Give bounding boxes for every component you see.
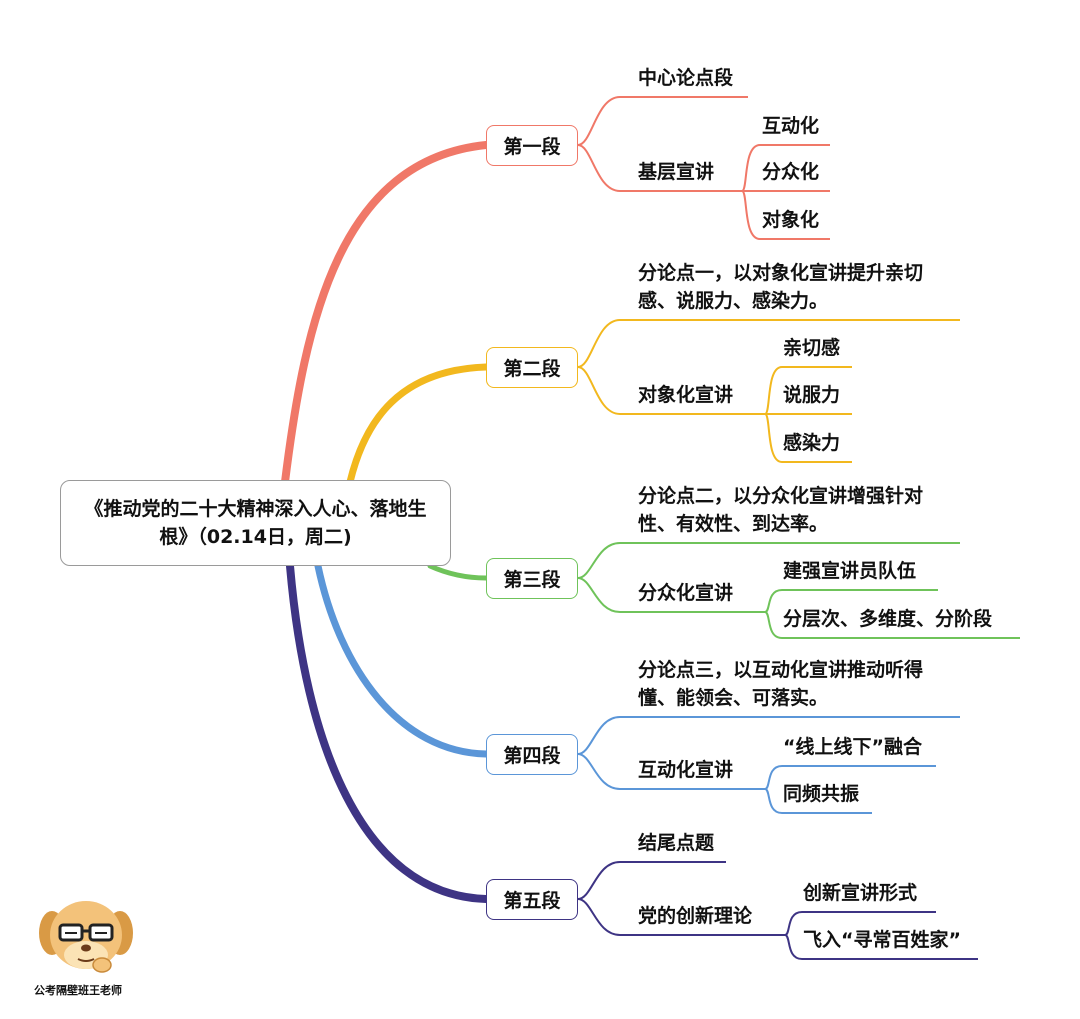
topic-interactive-lecture[interactable]: 互动化宣讲 — [638, 756, 733, 784]
leaf-resonance[interactable]: 同频共振 — [783, 780, 859, 808]
leaf-affinity[interactable]: 亲切感 — [783, 334, 840, 362]
section-node-2[interactable]: 第二段 — [486, 347, 578, 388]
topic-subpoint-3[interactable]: 分论点三，以互动化宣讲推动听得懂、能领会、可落实。 — [638, 656, 960, 712]
topic-central-thesis[interactable]: 中心论点段 — [638, 64, 733, 92]
watermark: 公考隔壁班王老师 — [34, 982, 122, 998]
trunk-s4 — [318, 566, 486, 754]
section-label: 第二段 — [503, 354, 560, 381]
leaf-online-offline[interactable]: “线上线下”融合 — [783, 733, 922, 761]
topic-targeted-lecture[interactable]: 对象化宣讲 — [638, 381, 733, 409]
root-topic[interactable]: 《推动党的二十大精神深入人心、落地生根》（02.14日，周二) — [60, 480, 451, 566]
leaf-interactive[interactable]: 互动化 — [762, 112, 819, 140]
topic-conclusion[interactable]: 结尾点题 — [638, 829, 714, 857]
section-label: 第一段 — [503, 132, 560, 159]
trunk-s2 — [350, 367, 486, 482]
trunk-s1 — [285, 145, 486, 482]
section-label: 第三段 — [503, 565, 560, 592]
leaf-segmented[interactable]: 分众化 — [762, 158, 819, 186]
leaf-lecturer-team[interactable]: 建强宣讲员队伍 — [783, 557, 916, 585]
topic-segmented-lecture[interactable]: 分众化宣讲 — [638, 579, 733, 607]
topic-innovative-theory[interactable]: 党的创新理论 — [638, 902, 752, 930]
topic-subpoint-1[interactable]: 分论点一，以对象化宣讲提升亲切感、说服力、感染力。 — [638, 259, 960, 315]
dog-with-glasses-icon — [36, 895, 136, 980]
section-label: 第四段 — [503, 741, 560, 768]
leaf-targeted[interactable]: 对象化 — [762, 206, 819, 234]
section-node-4[interactable]: 第四段 — [486, 734, 578, 775]
root-title: 《推动党的二十大精神深入人心、落地生根》（02.14日，周二) — [79, 495, 432, 551]
leaf-appeal[interactable]: 感染力 — [783, 429, 840, 457]
leaf-new-forms[interactable]: 创新宣讲形式 — [803, 879, 917, 907]
leaf-multi-level[interactable]: 分层次、多维度、分阶段 — [783, 605, 992, 633]
trunk-s3 — [430, 566, 486, 578]
section-node-5[interactable]: 第五段 — [486, 879, 578, 920]
trunk-s5 — [290, 566, 486, 899]
leaf-ordinary-homes[interactable]: 飞入“寻常百姓家” — [803, 926, 961, 954]
leaf-persuasion[interactable]: 说服力 — [783, 381, 840, 409]
topic-grassroots[interactable]: 基层宣讲 — [638, 158, 714, 186]
topic-subpoint-2[interactable]: 分论点二，以分众化宣讲增强针对性、有效性、到达率。 — [638, 482, 960, 538]
section-label: 第五段 — [503, 886, 560, 913]
section-node-3[interactable]: 第三段 — [486, 558, 578, 599]
section-node-1[interactable]: 第一段 — [486, 125, 578, 166]
